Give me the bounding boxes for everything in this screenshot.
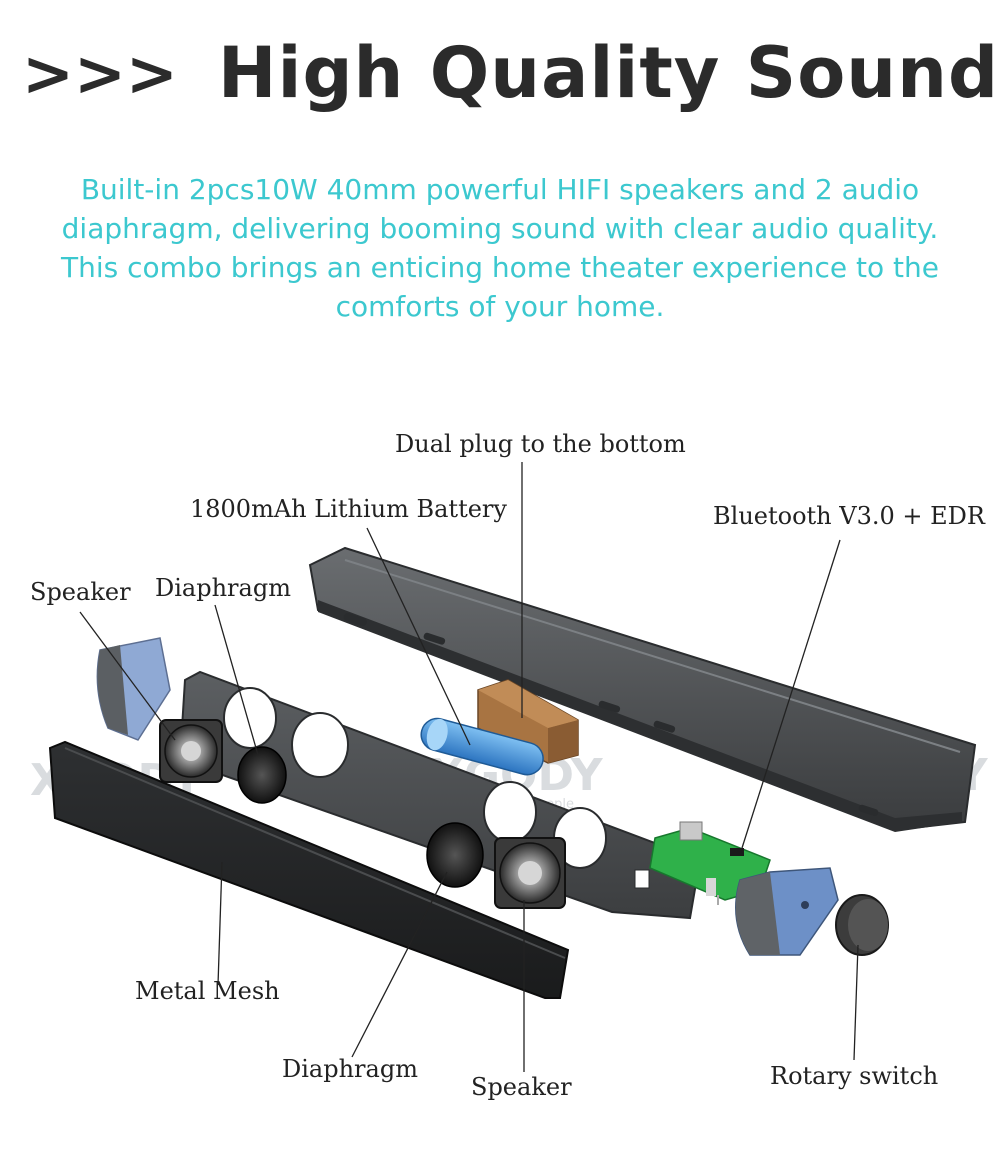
description-line: diaphragm, delivering booming sound with… [61, 212, 939, 245]
metal-mesh [48, 740, 570, 999]
leader-lines [79, 462, 859, 1072]
right-end-cap [735, 867, 839, 956]
dual-plug-label: Dual plug to the bottom [395, 430, 686, 458]
left-diaphragm [237, 746, 287, 804]
description-line: comforts of your home. [335, 290, 665, 323]
battery [420, 717, 544, 776]
page-title: High Quality Sound [217, 32, 1000, 114]
right-speaker-driver [494, 837, 566, 909]
left-end-cap [96, 637, 171, 741]
chevron-arrows-icon: >>> [22, 36, 178, 110]
rear-housing [308, 546, 977, 832]
speaker-bottom-label: Speaker [471, 1073, 572, 1101]
feature-description: Built-in 2pcs10W 40mm powerful HIFI spea… [20, 170, 980, 326]
description-line: This combo brings an enticing home theat… [61, 251, 939, 284]
diaphragm-bottom-label: Diaphragm [282, 1055, 418, 1083]
diaphragm-top-label: Diaphragm [155, 574, 291, 602]
rotary-switch-knob [835, 894, 889, 956]
rotary-switch-label: Rotary switch [770, 1062, 939, 1090]
bluetooth-label: Bluetooth V3.0 + EDR [713, 502, 985, 530]
speaker-frame [178, 670, 702, 920]
speaker-top-label: Speaker [30, 578, 131, 606]
plug-block [477, 679, 579, 764]
metal-mesh-label: Metal Mesh [135, 977, 280, 1005]
page-headline: >>> High Quality Sound [22, 18, 998, 128]
battery-label: 1800mAh Lithium Battery [190, 495, 507, 523]
right-diaphragm [426, 822, 484, 888]
left-speaker-driver [159, 719, 223, 783]
description-line: Built-in 2pcs10W 40mm powerful HIFI spea… [80, 173, 920, 206]
